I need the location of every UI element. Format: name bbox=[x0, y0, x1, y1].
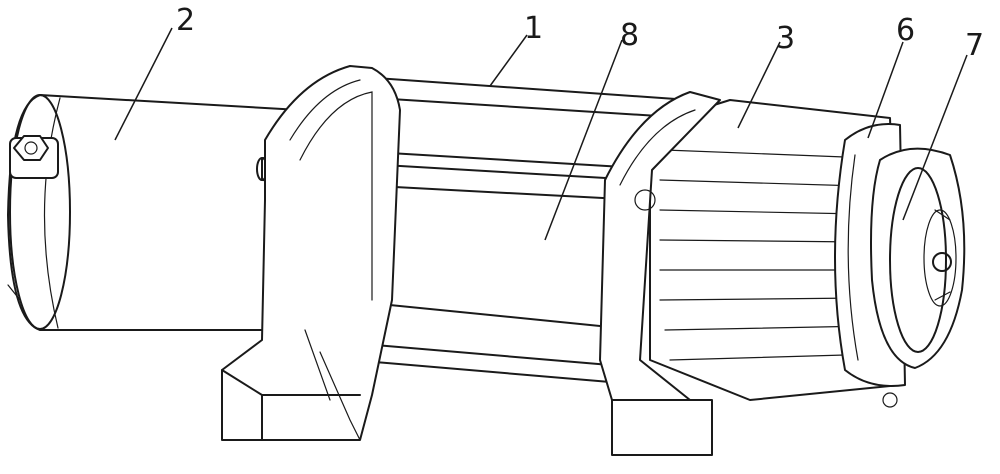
callout-8: 8 bbox=[620, 18, 639, 53]
callout-7: 7 bbox=[965, 28, 984, 63]
leader-1 bbox=[490, 35, 527, 86]
upper-tie-rod bbox=[375, 78, 690, 118]
callout-labels: 2 1 8 3 6 7 bbox=[176, 3, 984, 63]
lower-tie-rod bbox=[375, 345, 610, 382]
callout-3: 3 bbox=[776, 21, 795, 56]
motor-bolt bbox=[10, 136, 58, 178]
callout-2: 2 bbox=[176, 3, 195, 38]
callout-6: 6 bbox=[896, 13, 915, 48]
callout-1: 1 bbox=[524, 11, 543, 46]
motor-cylinder bbox=[8, 95, 300, 330]
